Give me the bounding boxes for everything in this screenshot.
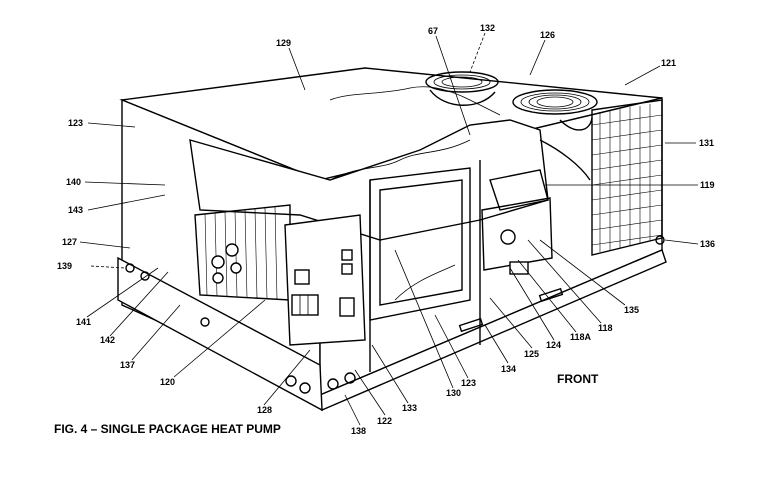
callout-129: 129 [276,38,291,48]
callout-130: 130 [446,388,461,398]
callout-135: 135 [624,305,639,315]
figure-caption: FIG. 4 – SINGLE PACKAGE HEAT PUMP [54,422,281,436]
callout-141: 141 [76,317,91,327]
callout-143: 143 [68,205,83,215]
callout-125: 125 [524,349,539,359]
callout-136: 136 [700,239,715,249]
callout-138: 138 [351,426,366,436]
callout-127: 127 [62,237,77,247]
indoor-fan-grille [425,71,499,106]
callout-122: 122 [377,416,392,426]
callout-142: 142 [100,335,115,345]
callout-133: 133 [402,403,417,413]
cutaway-top [189,86,549,241]
callout-120: 120 [160,377,175,387]
outdoor-coil-grille [591,99,663,256]
outdoor-fan [512,89,598,131]
callout-139: 139 [57,261,72,271]
callout-132: 132 [480,23,495,33]
center-panel [369,160,481,372]
callout-119: 119 [700,180,715,190]
callout-137: 137 [120,360,135,370]
callout-118: 118 [598,323,613,333]
callout-131: 131 [699,138,714,148]
callout-118A: 118A [570,332,592,342]
callout-123-bottom: 123 [461,378,476,388]
callout-140: 140 [66,177,81,187]
callout-126: 126 [540,30,555,40]
callout-121: 121 [661,58,676,68]
callout-128: 128 [257,405,272,415]
compressor-section [481,139,591,275]
callout-124: 124 [546,340,561,350]
base-openings [125,235,665,394]
front-label: FRONT [557,372,599,386]
callout-67: 67 [428,26,438,36]
callout-123-top: 123 [68,118,83,128]
callout-134: 134 [501,364,516,374]
leader-lines [79,32,699,426]
callout-labels: 129 67 132 126 121 123 131 140 119 143 1… [57,23,715,436]
control-box [284,214,366,346]
unit-cabinet [117,67,667,412]
